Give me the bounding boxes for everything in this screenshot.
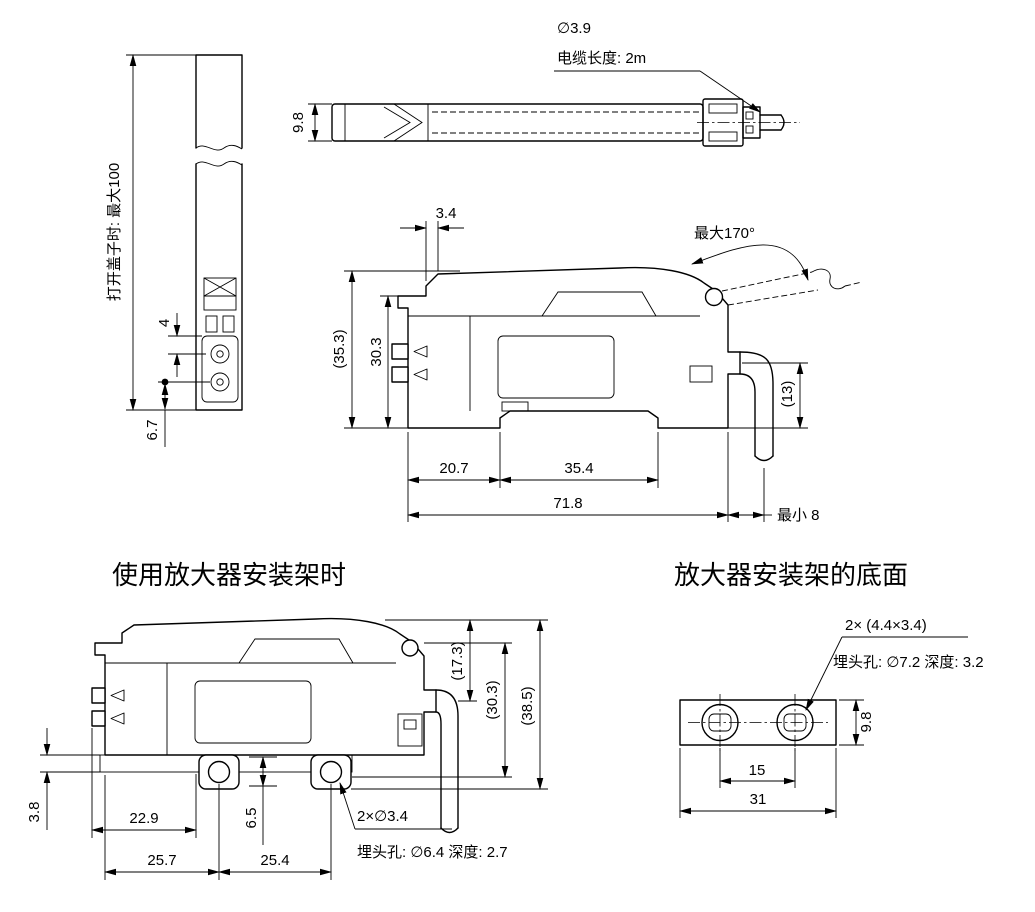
display-window bbox=[541, 291, 657, 317]
dim-4: 4 bbox=[156, 319, 173, 327]
cable-inner bbox=[739, 373, 756, 457]
dim-9-8-top: 9.8 bbox=[290, 112, 307, 133]
break-line-bottom bbox=[195, 160, 243, 167]
countersink-callout-bracket: 埋头孔: ∅6.4 深度: 2.7 bbox=[357, 844, 508, 861]
screw-panel bbox=[201, 335, 239, 403]
fiber-port-lower-bracket bbox=[91, 710, 106, 727]
dim-9-8-bottom: 9.8 bbox=[858, 712, 875, 733]
bracket-back-tab bbox=[397, 713, 423, 747]
cable-boot-detail-bottom bbox=[745, 125, 754, 134]
dim-20-7: 20.7 bbox=[439, 460, 468, 477]
dim-17-3: (17.3) bbox=[449, 641, 466, 680]
cable-outer bbox=[739, 351, 774, 457]
hole-centerlines bbox=[688, 694, 828, 751]
open-cover-end bbox=[844, 281, 863, 287]
display-window-bracket bbox=[238, 638, 354, 664]
cable-diameter-label: ∅3.9 bbox=[557, 20, 591, 37]
clamp-lever-chevron bbox=[383, 106, 411, 139]
connector-detail-top bbox=[708, 103, 738, 114]
dim-30-3-bracket: (30.3) bbox=[484, 680, 501, 719]
dim-31: 31 bbox=[750, 791, 767, 808]
cable-port-detail bbox=[689, 365, 713, 383]
clamp-lever-chevron-2 bbox=[393, 103, 423, 142]
bracket-view-dimensions bbox=[40, 619, 548, 880]
bracket-bottom-view: 放大器安装架的底面 2× (4.4×3.4) 埋头孔: ∅7.2 深度: 3.2… bbox=[674, 560, 984, 818]
dim-35-4: 35.4 bbox=[564, 460, 593, 477]
connector-detail-bottom bbox=[708, 131, 738, 142]
bracket-view-title: 使用放大器安装架时 bbox=[112, 560, 346, 590]
min-8-label: 最小 8 bbox=[777, 507, 820, 524]
top-view-dimensions bbox=[308, 70, 761, 142]
clamp-base bbox=[203, 295, 237, 311]
dim-30-3: 30.3 bbox=[368, 337, 385, 366]
left-side-view: 打开盖子时: 最大100 4 6.7 bbox=[106, 54, 243, 447]
dim-3-8: 3.8 bbox=[26, 802, 43, 823]
cable-stub bbox=[759, 114, 782, 131]
mounting-hole-left bbox=[207, 760, 231, 784]
dim-38-5: (38.5) bbox=[519, 686, 536, 725]
dim-22-9: 22.9 bbox=[129, 810, 158, 827]
open-cover-break bbox=[811, 268, 846, 290]
amplifier-body-outline-bracket bbox=[94, 617, 437, 756]
dim-open-cover: 打开盖子时: 最大100 bbox=[106, 163, 123, 301]
body-lower-outline bbox=[195, 163, 243, 411]
bracket-side-view: 使用放大器安装架时 bbox=[26, 560, 548, 880]
dim-6-5: 6.5 bbox=[243, 808, 260, 829]
hinge-pin-bracket bbox=[401, 639, 419, 657]
cable-boot-detail-top bbox=[745, 111, 754, 120]
screw-hole-lower-center bbox=[216, 378, 224, 386]
fiber-port-arrows-bracket bbox=[110, 689, 125, 725]
dim-35-3: (35.3) bbox=[331, 329, 348, 368]
dim-71-8: 71.8 bbox=[553, 495, 582, 512]
left-view-dimensions bbox=[126, 54, 210, 447]
dim-25-7: 25.7 bbox=[147, 852, 176, 869]
main-side-view: 3.4 最大170° (35.3) 30.3 (13) 20.7 35.4 71… bbox=[331, 205, 863, 524]
open-angle-arc bbox=[691, 244, 809, 281]
cable-inner-bracket bbox=[435, 711, 442, 829]
hole-callout-bracket: 2×∅3.4 bbox=[357, 808, 408, 825]
screw-hole-upper-center bbox=[216, 350, 224, 358]
tab-right bbox=[222, 315, 235, 333]
break-line-top bbox=[195, 144, 243, 151]
open-cover-bottom bbox=[727, 289, 819, 306]
screw-hole-upper bbox=[210, 344, 230, 364]
open-cover-top bbox=[721, 271, 813, 292]
fiber-port-upper bbox=[391, 343, 409, 360]
hinge-pin bbox=[704, 287, 724, 307]
body-upper-outline bbox=[195, 54, 243, 149]
dim-13: (13) bbox=[779, 381, 796, 408]
cable-end-cap bbox=[754, 455, 774, 462]
hidden-edges bbox=[432, 111, 700, 134]
fiber-port-upper-bracket bbox=[91, 687, 106, 704]
dim-15: 15 bbox=[749, 762, 766, 779]
countersink-callout-bottom: 埋头孔: ∅7.2 深度: 3.2 bbox=[833, 654, 984, 671]
max-angle-label: 最大170° bbox=[694, 225, 755, 242]
side-view-dimensions bbox=[344, 221, 808, 522]
bottom-view-dimensions bbox=[679, 636, 968, 818]
dim-6-7: 6.7 bbox=[144, 420, 161, 441]
clamp-cross bbox=[203, 277, 237, 297]
cable-length-label: 电缆长度: 2m bbox=[557, 50, 646, 67]
dim-3-4: 3.4 bbox=[436, 205, 457, 222]
tab-left bbox=[205, 315, 218, 333]
hole-callout-bottom: 2× (4.4×3.4) bbox=[845, 617, 927, 634]
dim-25-4: 25.4 bbox=[260, 852, 289, 869]
fiber-port-lower bbox=[391, 366, 409, 383]
label-area bbox=[497, 335, 615, 399]
mounting-hole-right bbox=[319, 760, 343, 784]
din-latch bbox=[501, 401, 529, 412]
fiber-port-arrows bbox=[413, 345, 428, 381]
bottom-view-title: 放大器安装架的底面 bbox=[674, 560, 908, 590]
bracket-back-tab-hole bbox=[403, 719, 417, 730]
cable-outer-bracket bbox=[435, 689, 459, 829]
top-view: ∅3.9 电缆长度: 2m 9.8 bbox=[290, 20, 800, 147]
label-area-bracket bbox=[194, 680, 312, 744]
screw-hole-lower bbox=[210, 372, 230, 392]
